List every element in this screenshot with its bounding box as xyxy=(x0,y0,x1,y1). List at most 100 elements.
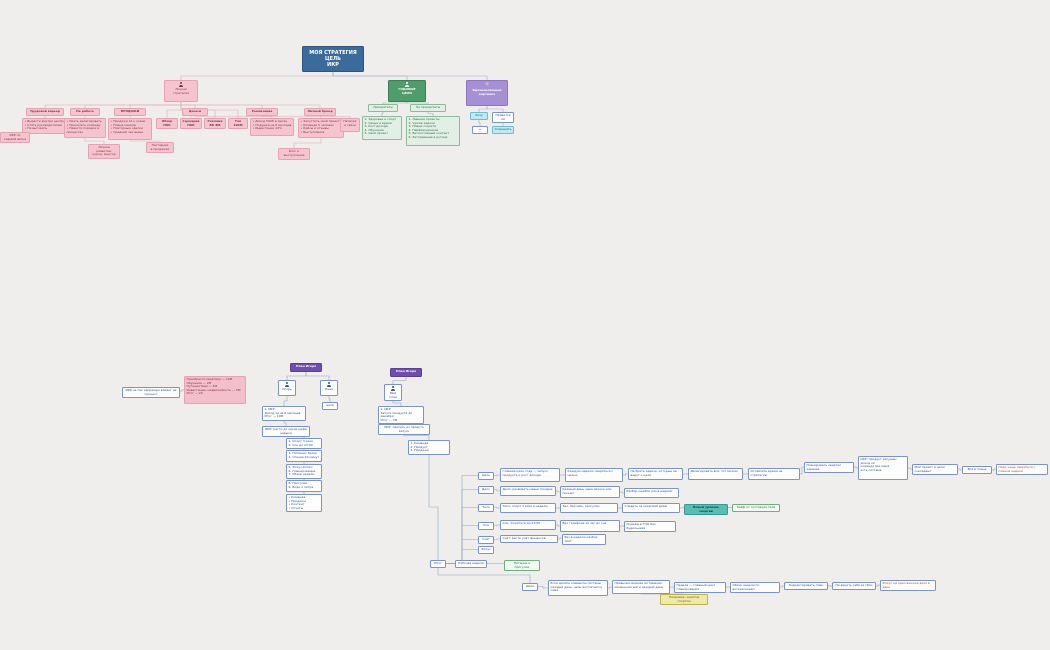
vision-chip-save[interactable]: Сохранить xyxy=(492,126,514,134)
row-label-work[interactable]: Дело xyxy=(478,486,494,494)
green-header-nonpriorities[interactable]: Не приоритеты xyxy=(410,104,446,112)
example-sport[interactable]: Например, занятие спортом xyxy=(660,594,708,606)
green-list-priorities[interactable]: 1. Здоровье и спорт 2. Семья и время 3. … xyxy=(362,116,402,140)
focus-list[interactable]: 1. Команда 2. Продукт 3. Продажи xyxy=(408,440,450,455)
ikr-block-2[interactable]: 1. ИКР Запуск продукта до декабря Итог —… xyxy=(378,406,424,425)
plan-header-igor-1[interactable]: План Игоря xyxy=(290,363,322,372)
work-box-2[interactable]: Каждый день один звонок или письмо xyxy=(560,486,620,498)
plan-header-igor-2[interactable]: План Игоря xyxy=(390,368,422,377)
person-my-plan[interactable]: Мой план xyxy=(384,384,402,402)
node-text: Подъём в 7:00 без будильника xyxy=(626,522,656,530)
row-label-body[interactable]: Тело xyxy=(478,504,494,512)
pink-header-career[interactable]: Трудовой карьер xyxy=(26,108,64,116)
vision-chip-want[interactable]: Хочу xyxy=(470,112,488,120)
steps-box-6[interactable]: Не винить себя за сбои xyxy=(832,582,876,590)
money-box-1[interactable]: Счёт: вести учёт финансов xyxy=(500,535,558,543)
pink-header-money[interactable]: Деньги xyxy=(182,108,208,116)
habit-stack-5[interactable]: • Команда • Продажи • Контент • Отчеты xyxy=(286,494,322,513)
row-label-money[interactable]: Счёт xyxy=(478,536,494,544)
chip-food-walks[interactable]: Питание и прогулки xyxy=(504,560,540,572)
node-text: Зал, бассейн, прогулки xyxy=(562,504,600,508)
pink-note-blog[interactable]: Блог и выступления xyxy=(278,148,310,160)
steps-box-5[interactable]: Корректировать план xyxy=(784,582,828,590)
node-text: Нравится ли xyxy=(495,113,511,121)
body-box-3[interactable]: Следить за энергией днём xyxy=(622,503,680,513)
node-text: Личный бренд xyxy=(307,109,333,113)
goal-box-2[interactable]: Каждую неделю сверяться с целью xyxy=(565,468,623,482)
goal-box-5[interactable]: Оставлять время на стратегию xyxy=(748,468,800,480)
green-header-priorities[interactable]: Приоритеты xyxy=(368,104,398,112)
person-lena[interactable]: Лена xyxy=(320,380,338,396)
ikr-block-1[interactable]: 1. ИКР Доход х2 за 6 месяцев Итог — 10М xyxy=(262,406,306,421)
pink-chip-top[interactable]: Топ 100М xyxy=(228,118,248,130)
steps-label[interactable]: Шаги xyxy=(522,583,538,591)
branch-personal-strategy[interactable]: Личная стратегия xyxy=(164,80,198,102)
pink-list-realization[interactable]: • Запустить свой проект • Команда 5 чело… xyxy=(298,118,344,138)
body-box-1[interactable]: Тело: спорт 3 раза в неделю xyxy=(500,503,556,513)
pink-header-realization[interactable]: Реализация xyxy=(246,108,278,116)
steps-box-4[interactable]: Обзор недели по воскресеньям xyxy=(730,582,780,594)
goal-box-7[interactable]: Мой проект и цели совпадают xyxy=(912,464,958,476)
node-text: Фокус на одно важное дело в день xyxy=(882,581,930,589)
pink-header-work[interactable]: На работе xyxy=(70,108,100,116)
vision-chip-like[interactable]: Нравится ли xyxy=(492,112,514,124)
node-text: • Команда • Продажи • Контент • Отчеты xyxy=(288,495,306,510)
row-label-sleep[interactable]: Сон xyxy=(478,522,494,530)
ikr-note-1[interactable]: ИКР: расти до каких цифр навыка xyxy=(262,426,310,438)
sleep-box-1[interactable]: Сон: ложиться до 23:00 xyxy=(500,520,556,530)
goal-box-6[interactable]: Планировать квартал заранее xyxy=(804,462,854,474)
steps-box-2[interactable]: Привычки важнее мотивации: маленькие шаг… xyxy=(612,580,670,594)
person-igor[interactable]: Игорь xyxy=(278,380,296,396)
pink-note-ikr[interactable]: ИКР по каждой ветке xyxy=(0,132,30,144)
steps-box-1[interactable]: Если делать элементы системы каждый день… xyxy=(548,580,608,596)
pink-header-sales[interactable]: ПРОДАЖИ xyxy=(114,108,146,116)
goal-box-8[interactable]: Всё в плане xyxy=(962,466,992,474)
goal-box-3[interactable]: Не брать задачи, которые не ведут к цели xyxy=(628,468,683,480)
steps-box-3[interactable]: Неделя — главный цикл планирования xyxy=(674,582,726,594)
row-label-goal[interactable]: Цель xyxy=(478,472,494,480)
habit-stack-4[interactable]: 8. Прогулки 9. Вода 2 литра xyxy=(286,480,322,492)
pink-chip-ads[interactable]: Реклама ВК ФБ xyxy=(204,118,226,130)
steps-box-alert[interactable]: Фокус на одно важное дело в день xyxy=(880,580,936,592)
green-list-nonpriorities[interactable]: 1. Лишние проекты 2. Чужие задачи 3. Нов… xyxy=(406,116,460,146)
note-ikr-process[interactable]: ИКР не так напрямую влияет на процесс xyxy=(122,387,180,399)
hub-week[interactable]: Рабочая неделя xyxy=(455,560,487,568)
pink-note-mentor[interactable]: Наставник в продажах xyxy=(146,142,174,154)
hub-node[interactable]: Итог xyxy=(430,560,446,568)
row-label-focus[interactable]: Фокус xyxy=(478,546,494,554)
goal-ikr-box[interactable]: ИКР: продукт запущен доход х2 команда бе… xyxy=(858,456,908,480)
pink-list-money[interactable]: • Доход 500К в месяц • Подушка на 6 меся… xyxy=(250,118,294,136)
connector xyxy=(392,377,407,384)
goal-box-1[interactable]: Главная цель года — запуск продукта и ро… xyxy=(500,468,560,482)
ikr-note-2[interactable]: ИКР: сделать из проекта запуск xyxy=(378,424,430,436)
habit-stack-1[interactable]: 1. Спорт 3 раза 2. Сон до 23:00 xyxy=(286,438,322,450)
pink-note-network[interactable]: Нетворк и связи xyxy=(340,118,360,132)
habit-stack-3[interactable]: 5. Фокус-блоки 6. Планирование 7. Обзор … xyxy=(286,464,322,479)
pink-chip-nok-review[interactable]: Обзор НОК xyxy=(156,118,178,130)
chip-goals[interactable]: цели xyxy=(322,402,338,410)
pink-list-work[interactable]: • Уметь делегировать • Прокачать команду… xyxy=(64,118,106,138)
pink-note-finance[interactable]: Приобрести квартиру — 10М Обучение — 2М … xyxy=(184,376,246,404)
vision-chip-plus[interactable]: + xyxy=(472,126,488,134)
sleep-box-3[interactable]: Подъём в 7:00 без будильника xyxy=(624,521,676,533)
work-box-1[interactable]: Дело: развивать навык продаж xyxy=(500,486,556,496)
connector xyxy=(166,102,182,118)
pink-note-growth[interactable]: Личное развитие: курсы, ментор xyxy=(88,144,120,159)
branch-vision[interactable]: ✳Вдохновляющая картинка xyxy=(466,80,508,106)
sleep-box-2[interactable]: Без телефона за час до сна xyxy=(560,520,620,532)
body-box-2[interactable]: Зал, бассейн, прогулки xyxy=(560,503,618,513)
body-box-joy[interactable]: Кайф от состояния тела xyxy=(732,504,780,512)
habit-stack-2[interactable]: 3. Питание: белок 4. Чтение 20 минут xyxy=(286,450,322,462)
pink-chip-nok-scripts[interactable]: Сценарии НОК xyxy=(180,118,202,130)
pink-header-brand[interactable]: Личный бренд xyxy=(304,108,336,116)
root-node[interactable]: МОЯ СТРАТЕГИЯ ЦЕЛЬ ИКР xyxy=(302,46,364,72)
pink-list-career[interactable]: • Вырасти внутри центра • Стать руководи… xyxy=(22,118,68,134)
goal-box-alert[interactable]: Надо чаще сверяться с планом недели xyxy=(996,464,1048,476)
goal-box-4[interactable]: Делегировать всё, что можно xyxy=(688,468,743,480)
body-box-energy[interactable]: Новый уровень энергии xyxy=(684,504,728,516)
work-box-3[interactable]: Разбор ошибок раз в неделю xyxy=(624,488,679,498)
pink-list-sales[interactable]: • Продажи х2 к осени • Новые каналы • По… xyxy=(108,118,152,140)
money-box-2[interactable]: Раз в неделю разбор трат xyxy=(562,534,606,546)
branch-year-goals[interactable]: ГОДОВЫЕ ЦЕЛИ xyxy=(388,80,426,102)
